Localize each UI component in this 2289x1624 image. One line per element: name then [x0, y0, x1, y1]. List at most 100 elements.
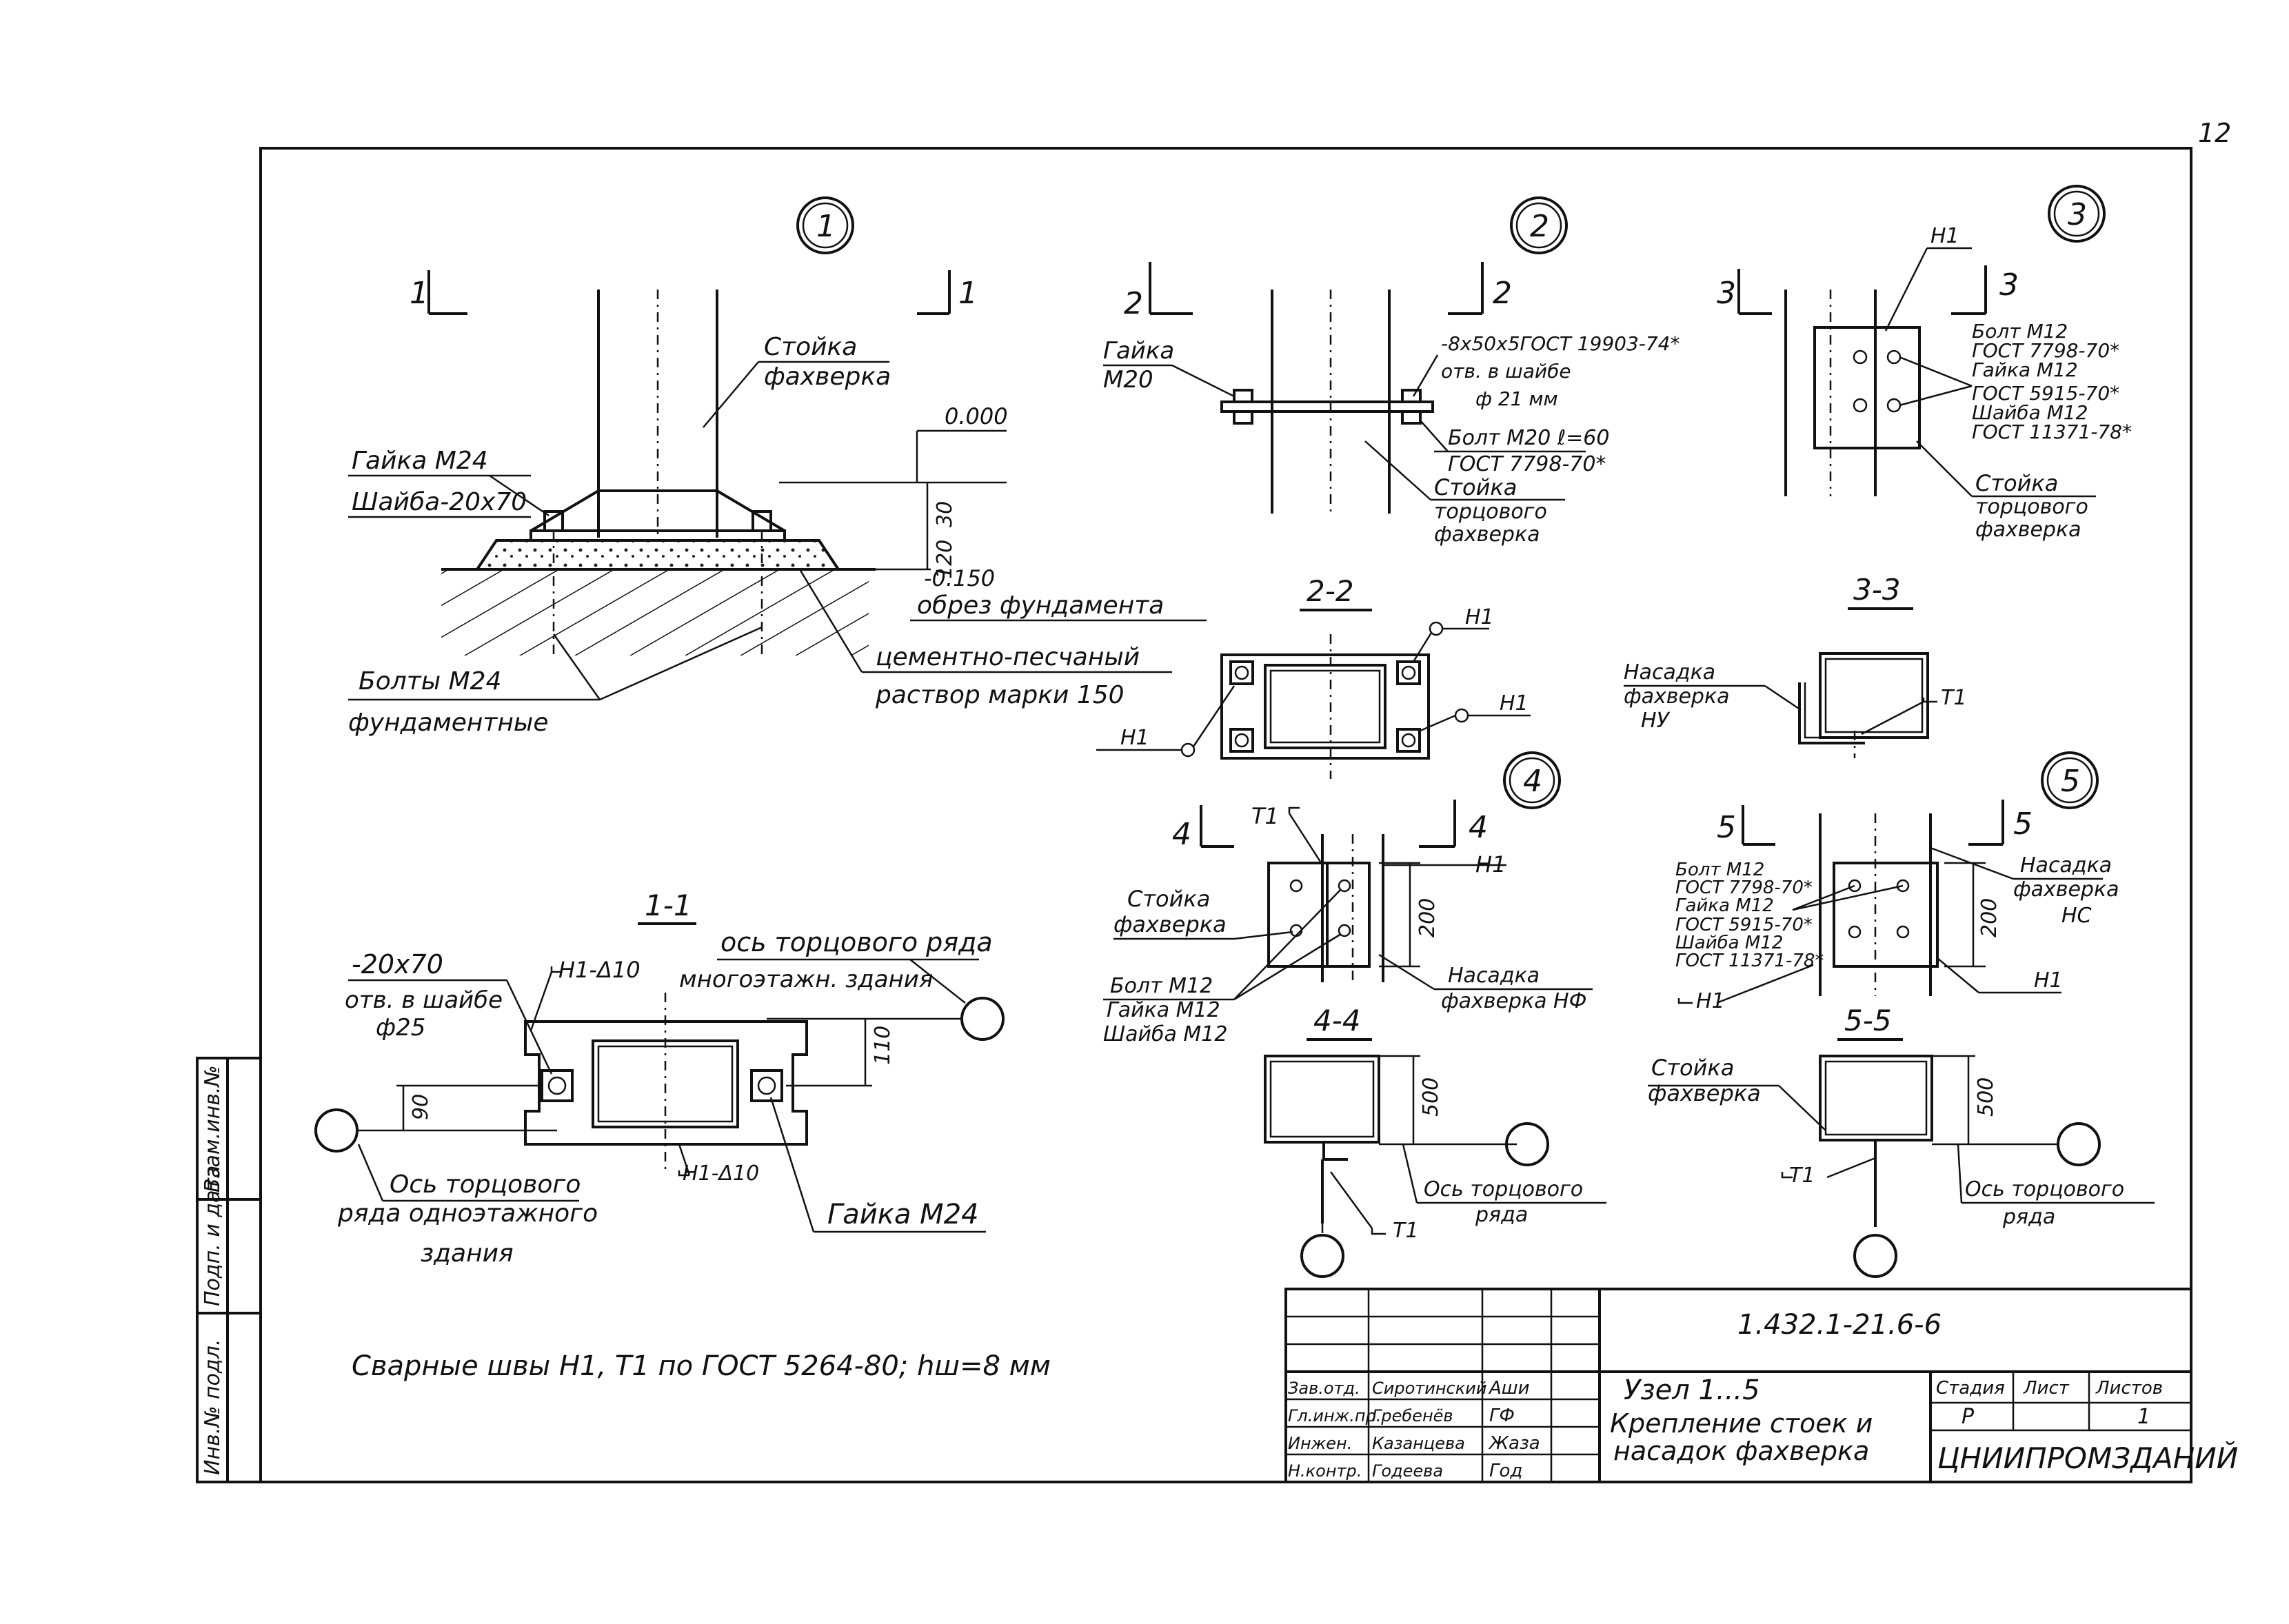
n2-mark-right: 2: [1493, 276, 1512, 311]
title-1: Узел 1...5: [1624, 1374, 1760, 1406]
node-5: 5 5 5 200 Болт М12 ГОСТ 7798-70* Гайка М…: [1675, 751, 2119, 1013]
sec55-axis1: Ось торцового: [1965, 1177, 2124, 1201]
doc-code: 1.432.1-21.6-6: [1737, 1309, 1942, 1341]
side-stamp: Инв.№ подл. Подп. и дата Взам.инв.№: [196, 1057, 262, 1483]
sec33-title: 3-3: [1853, 573, 1901, 607]
n1-level-bottom: -0.150: [924, 565, 995, 591]
n1-mark-right: 1: [958, 276, 978, 311]
n2-bolt1: Болт М20 ℓ=60: [1448, 426, 1609, 450]
stage-value: Р: [1962, 1405, 1975, 1429]
row-sign-4: Год: [1489, 1461, 1522, 1481]
sec55-st1: Стойка: [1651, 1055, 1734, 1081]
sec55-title: 5-5: [1844, 1004, 1892, 1037]
page-number: 12: [2198, 118, 2231, 148]
row-role-3: Инжен.: [1288, 1434, 1352, 1453]
sec44-axis1: Ось торцового: [1424, 1177, 1583, 1201]
sec11-axis-bot1: Ось торцового: [390, 1170, 581, 1199]
title-2: Крепление стоек и: [1610, 1408, 1873, 1439]
n5-mark-left: 5: [1717, 810, 1736, 845]
n5-b3: Гайка М12: [1675, 895, 1774, 916]
stamp-inv: Инв.№ подл.: [201, 1339, 225, 1475]
n4-mark-left: 4: [1172, 817, 1191, 852]
n4-mark-right: 4: [1469, 810, 1488, 845]
node-3: 3 3 3 Н1 Болт М12 ГОСТ 7798-70* Гайка М1…: [1717, 185, 2132, 542]
n5-b6: ГОСТ 11371-78*: [1675, 951, 1824, 971]
sec11-hole2: ф25: [376, 1014, 425, 1042]
weld-note: Сварные швы Н1, Т1 по ГОСТ 5264-80; hш=8…: [352, 1350, 1051, 1382]
sec33-l3: НУ: [1641, 709, 1671, 733]
n5-nas3: НС: [2061, 904, 2092, 928]
section-2-2: 2-2 Н1 Н1 Н1: [1096, 574, 1531, 779]
n3-bolt3: Гайка М12: [1972, 358, 2078, 381]
sec11-hole1: отв. в шайбе: [345, 986, 503, 1014]
stage-header: Стадия: [1936, 1378, 2005, 1399]
n3-bolt5: Шайба М12: [1972, 401, 2088, 424]
sec44-weld: Т1: [1393, 1219, 1418, 1243]
n3-mark-right: 3: [1999, 267, 2019, 303]
n5-mark-right: 5: [2013, 806, 2033, 842]
sheets-value: 1: [2137, 1405, 2150, 1429]
sec55-weld: Т1: [1789, 1164, 1815, 1188]
n1-mortar1: цементно-песчаный: [876, 643, 1140, 671]
node-1: 1 1 1 Стойка фахверка 0.000: [348, 196, 1207, 737]
sheet-header: Лист: [2023, 1378, 2070, 1399]
sec11-dim1: 110: [871, 1026, 895, 1065]
sec44-axis2: ряда: [1475, 1203, 1528, 1227]
n5-b2: ГОСТ 7798-70*: [1675, 877, 1813, 898]
section-1-1: 1-1 110 90 -20х70 отв. в шайбе ф25 Н1-Δ1…: [314, 889, 1005, 1268]
sec22-title: 2-2: [1307, 574, 1354, 608]
node-1-number: 1: [816, 209, 836, 244]
row-role-1: Зав.отд.: [1288, 1379, 1360, 1398]
n4-bolt3: Шайба М12: [1103, 1022, 1227, 1046]
n4-bolt2: Гайка М12: [1107, 998, 1220, 1022]
n2-plate3: ф 21 мм: [1475, 387, 1558, 410]
stamp-sign: Подп. и дата: [201, 1166, 225, 1306]
n2-plate2: отв. в шайбе: [1441, 360, 1571, 383]
n2-plate1: -8х50х5ГОСТ 19903-74*: [1441, 332, 1680, 355]
title-block: 1.432.1-21.6-6 Узел 1...5 Крепление стое…: [1284, 1288, 2238, 1483]
n1-nut: Гайка М24: [352, 447, 488, 475]
sec11-plate: -20х70: [352, 949, 443, 980]
section-3-3: 3-3 Насадка фахверка НУ Т1: [1624, 573, 1966, 758]
sec22-w1: Н1: [1465, 605, 1494, 629]
row-sign-2: ГФ: [1489, 1405, 1515, 1426]
n1-mark-left: 1: [410, 276, 429, 311]
n1-cut: обрез фундамента: [917, 591, 1164, 620]
node-5-number: 5: [2061, 764, 2080, 799]
n3-stoyka2: торцового: [1975, 495, 2088, 519]
sec11-weld-top: Н1-Δ10: [558, 957, 641, 983]
sec22-w2: Н1: [1500, 691, 1529, 715]
n2-bolt2: ГОСТ 7798-70*: [1448, 452, 1606, 476]
sec22-w3: Н1: [1120, 726, 1149, 750]
sec33-weld: Т1: [1941, 686, 1966, 710]
n1-dim-120: 120: [933, 540, 957, 579]
sec33-l2: фахверка: [1624, 684, 1729, 709]
sec44-title: 4-4: [1313, 1004, 1361, 1037]
node-2-number: 2: [1530, 209, 1549, 244]
row-sign-1: Аши: [1488, 1378, 1529, 1399]
org-name: ЦНИИПРОМЗДАНИЙ: [1937, 1441, 2238, 1475]
node-4-number: 4: [1523, 764, 1542, 799]
node-2: 2 2 2 Гайка М20 -8х50х5ГОСТ 19903-74* от…: [1103, 196, 1680, 547]
sheets-header: Листов: [2095, 1378, 2163, 1399]
row-name-1: Сиротинский: [1372, 1379, 1486, 1398]
n5-h1a: Н1: [2034, 968, 2063, 993]
n1-mortar2: раствор марки 150: [875, 681, 1125, 709]
n2-nut1: Гайка: [1103, 337, 1174, 365]
n3-bolt4: ГОСТ 5915-70*: [1972, 382, 2119, 405]
section-5-5: 5-5 500 Стойка фахверка Т1 Ось торцового…: [1648, 1004, 2155, 1278]
row-name-2: Гребенёв: [1372, 1406, 1453, 1425]
row-role-2: Гл.инж.пр.: [1288, 1406, 1381, 1425]
n3-stoyka1: Стойка: [1975, 470, 2058, 496]
n3-stoyka3: фахверка: [1975, 518, 2081, 542]
n3-bolt1: Болт М12: [1972, 320, 2068, 343]
sec11-weld-bot: Н1-Δ10: [683, 1161, 759, 1186]
n5-nas2: фахверка: [2013, 877, 2119, 902]
n4-nas1: Насадка: [1448, 964, 1540, 988]
n2-stoyka1: Стойка: [1434, 474, 1517, 500]
node-3-number: 3: [2068, 197, 2087, 232]
n4-bolt1: Болт М12: [1110, 974, 1213, 998]
sec55-st2: фахверка: [1648, 1080, 1761, 1106]
n2-stoyka2: торцового: [1434, 500, 1547, 524]
